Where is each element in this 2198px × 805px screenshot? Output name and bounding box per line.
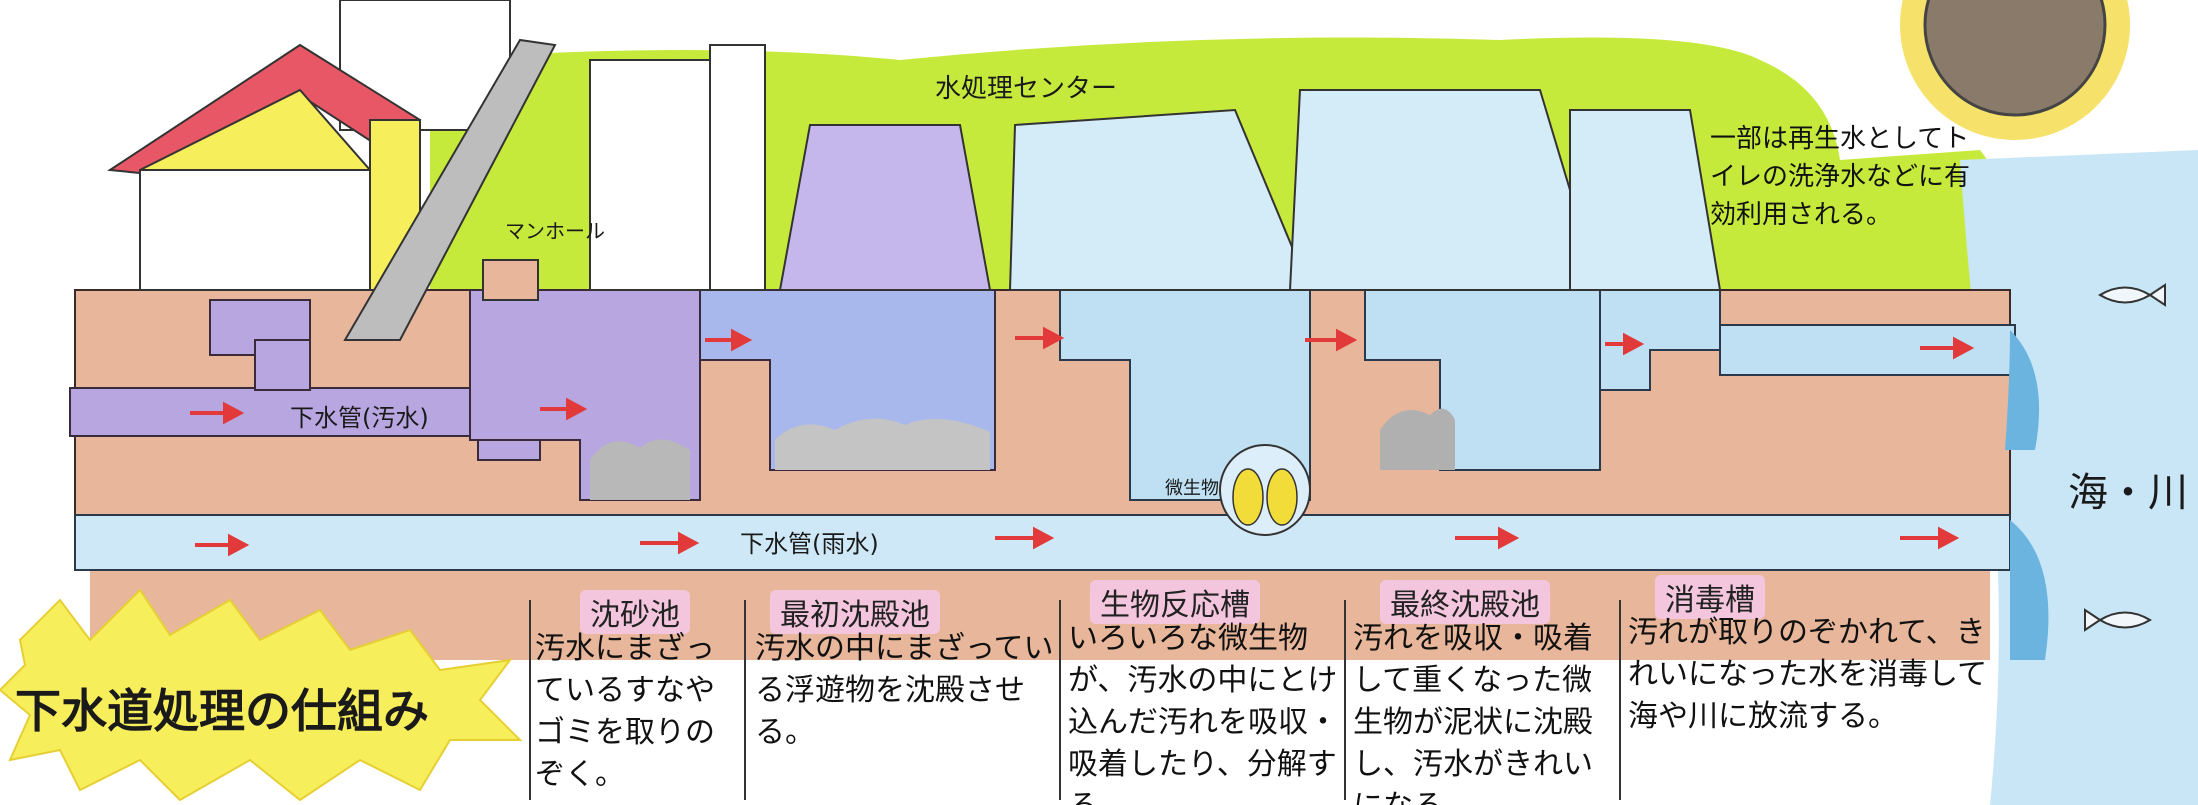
disinfection-frame: [1569, 109, 1722, 291]
stage-title-final: 最終沈殿池: [1380, 580, 1550, 624]
diagram-title: 下水道処理の仕組み: [15, 684, 429, 738]
flow-arrow-head: [566, 397, 588, 421]
manhole-shaft: [482, 259, 539, 301]
primary-sludge: [775, 418, 990, 470]
flow-arrow-head: [228, 533, 250, 557]
bioreactor-frame: [1008, 108, 1312, 291]
final-sludge: [1380, 408, 1455, 470]
reuse-note: 一部は再生水としてトイレの洗浄水などに有効利用される。: [1710, 124, 1971, 230]
stage-title-bio: 生物反応槽: [1090, 580, 1260, 624]
stage-desc-disinfect: 汚れが取りのぞかれて、きれいになった水を消毒して海や川に放流する。: [1628, 615, 1988, 734]
sewer-pipe-diagonal: [343, 38, 557, 341]
stage-title-disinfect: 消毒槽: [1655, 575, 1765, 619]
fish-top: [2098, 283, 2166, 307]
flow-arrow-head: [1938, 526, 1960, 550]
outflow-channel: [1719, 324, 2016, 376]
sea-river-label: 海・川: [2068, 470, 2188, 516]
microbe-right: [1266, 468, 1298, 526]
flow-arrows: [190, 326, 1975, 557]
flow-arrow-head: [1043, 326, 1065, 350]
flow-arrow-head: [223, 401, 245, 425]
office-building: [589, 59, 711, 291]
flow-arrow-head: [1033, 526, 1055, 550]
pipe-sewage-label: 下水管(汚水): [290, 404, 429, 432]
outflow-fall-top: [2005, 330, 2040, 450]
title-burst: [0, 588, 523, 802]
flow-arrow-head: [678, 531, 700, 555]
house-drain-b: [254, 339, 311, 391]
primary-clarifier-tank: [778, 124, 992, 291]
stage-desc-grit: 汚水にまざっているすなやゴミを取りのぞく。: [535, 631, 715, 792]
sewage-pipe: [69, 387, 471, 437]
flow-arrow-head: [1498, 526, 1520, 550]
outflow-fall-bottom: [2010, 520, 2049, 660]
grit-sludge: [590, 439, 690, 500]
microbe-left: [1232, 468, 1264, 526]
column-dividers: [529, 600, 1621, 800]
microbe-label: 微生物: [1165, 478, 1219, 499]
flow-arrow-head: [1953, 336, 1975, 360]
fish-bottom: [2084, 608, 2152, 632]
stage-desc-final: 汚れを吸収・吸着して重くなった微生物が泥状に沈殿し、汚水がきれいになる。: [1353, 621, 1593, 805]
flow-arrow-head: [731, 328, 753, 352]
center-label: 水処理センター: [935, 74, 1118, 104]
stage-title-primary: 最初沈殿池: [770, 590, 940, 634]
house-wall: [139, 169, 371, 291]
final-clarifier-frame: [1288, 89, 1602, 291]
flow-arrow-head: [1336, 328, 1358, 352]
stage-desc-primary: 汚水の中にまざっている浮遊物を沈殿させる。: [755, 631, 1054, 750]
stage-desc-bio: いろいろな微生物が、汚水の中にとけ込んだ汚れを吸収・吸着したり、分解する。: [1068, 621, 1338, 805]
stage-title-grit: 沈砂池: [580, 590, 690, 634]
office-building-side: [709, 44, 766, 291]
manhole-cover: [1923, 0, 2107, 117]
manhole-label: マンホール: [505, 219, 605, 243]
pipe-rain-label: 下水管(雨水): [740, 530, 879, 558]
flow-arrow-head: [1623, 332, 1645, 356]
